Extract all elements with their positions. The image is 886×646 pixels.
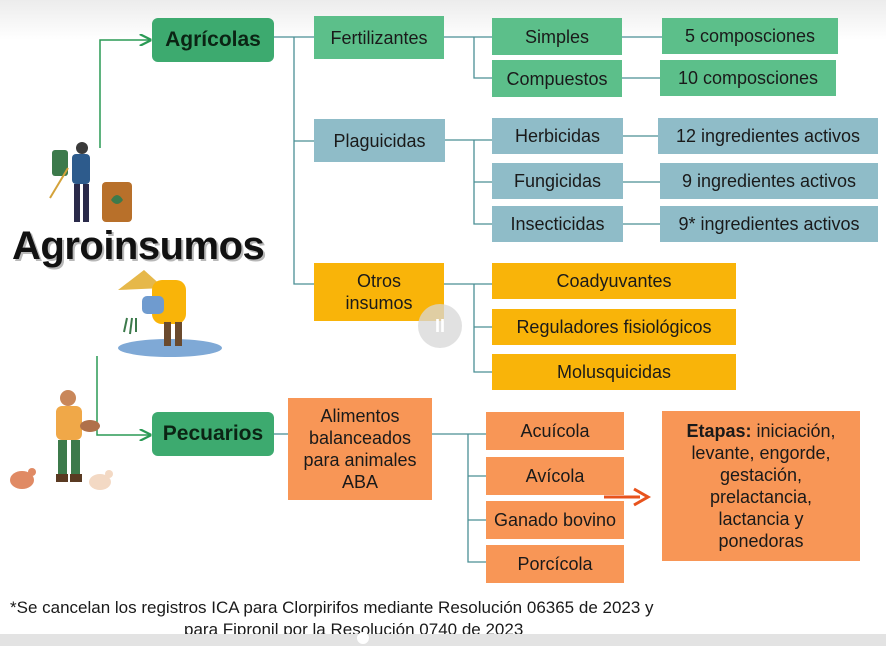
alimentos-line: para animales bbox=[303, 450, 417, 470]
reguladores-node: Reguladores fisiológicos bbox=[492, 309, 736, 345]
compuestos-node: Compuestos bbox=[492, 60, 622, 97]
agricolas-node: Agrícolas bbox=[152, 18, 274, 62]
herbicidas-detail: 12 ingredientes activos bbox=[658, 118, 878, 154]
herbicidas-node: Herbicidas bbox=[492, 118, 623, 154]
otros-insumos-node: Otros insumos bbox=[314, 263, 444, 321]
etapas-line: iniciación, bbox=[756, 421, 836, 441]
compuestos-detail: 10 composciones bbox=[660, 60, 836, 96]
porcicola-node: Porcícola bbox=[486, 545, 624, 583]
simples-detail: 5 composciones bbox=[662, 18, 838, 54]
farmer-feeding-chickens-icon bbox=[10, 390, 113, 490]
insecticidas-detail: 9* ingredientes activos bbox=[660, 206, 878, 242]
ganado-bovino-node: Ganado bovino bbox=[486, 501, 624, 539]
pause-icon[interactable]: II bbox=[418, 304, 462, 348]
otros-insumos-line1: Otros bbox=[356, 271, 401, 291]
plaguicidas-node: Plaguicidas bbox=[314, 119, 445, 162]
coadyuvantes-node: Coadyuvantes bbox=[492, 263, 736, 299]
pecuarios-node: Pecuarios bbox=[152, 412, 274, 456]
etapas-line: ponedoras bbox=[718, 531, 804, 551]
footnote-line1: *Se cancelan los registros ICA para Clor… bbox=[10, 598, 654, 617]
etapas-line: levante, engorde, bbox=[691, 443, 831, 463]
arrow-pecuarios bbox=[96, 356, 150, 435]
alimentos-line: ABA bbox=[341, 472, 379, 492]
video-progress-bar[interactable] bbox=[0, 634, 886, 646]
video-progress-handle[interactable] bbox=[357, 632, 369, 644]
etapas-line: gestación, bbox=[719, 465, 803, 485]
fungicidas-node: Fungicidas bbox=[492, 163, 623, 199]
molusquicidas-node: Molusquicidas bbox=[492, 354, 736, 390]
otros-insumos-line2: insumos bbox=[345, 293, 413, 313]
fungicidas-detail: 9 ingredientes activos bbox=[660, 163, 878, 199]
arrow-agricolas bbox=[99, 40, 150, 148]
simples-node: Simples bbox=[492, 18, 622, 55]
fertilizantes-node: Fertilizantes bbox=[314, 16, 444, 59]
etapas-node: Etapas: iniciación, levante, engorde, ge… bbox=[662, 411, 860, 561]
etapas-line: prelactancia, bbox=[709, 487, 813, 507]
alimentos-line: balanceados bbox=[308, 428, 412, 448]
alimentos-line: Alimentos bbox=[320, 406, 400, 426]
insecticidas-node: Insecticidas bbox=[492, 206, 623, 242]
acuicola-node: Acuícola bbox=[486, 412, 624, 450]
diagram-title: Agroinsumos bbox=[12, 224, 265, 268]
alimentos-node: Alimentos balanceados para animales ABA bbox=[288, 398, 432, 500]
avicola-node: Avícola bbox=[486, 457, 624, 495]
etapas-line: lactancia y bbox=[718, 509, 804, 529]
farmer-with-sprayer-icon bbox=[49, 142, 132, 222]
arrow-to-etapas bbox=[604, 487, 652, 507]
etapas-label: Etapas: bbox=[686, 421, 752, 441]
etapas-first-line: Etapas: iniciación, bbox=[686, 420, 835, 442]
rice-farmer-icon bbox=[118, 270, 222, 357]
